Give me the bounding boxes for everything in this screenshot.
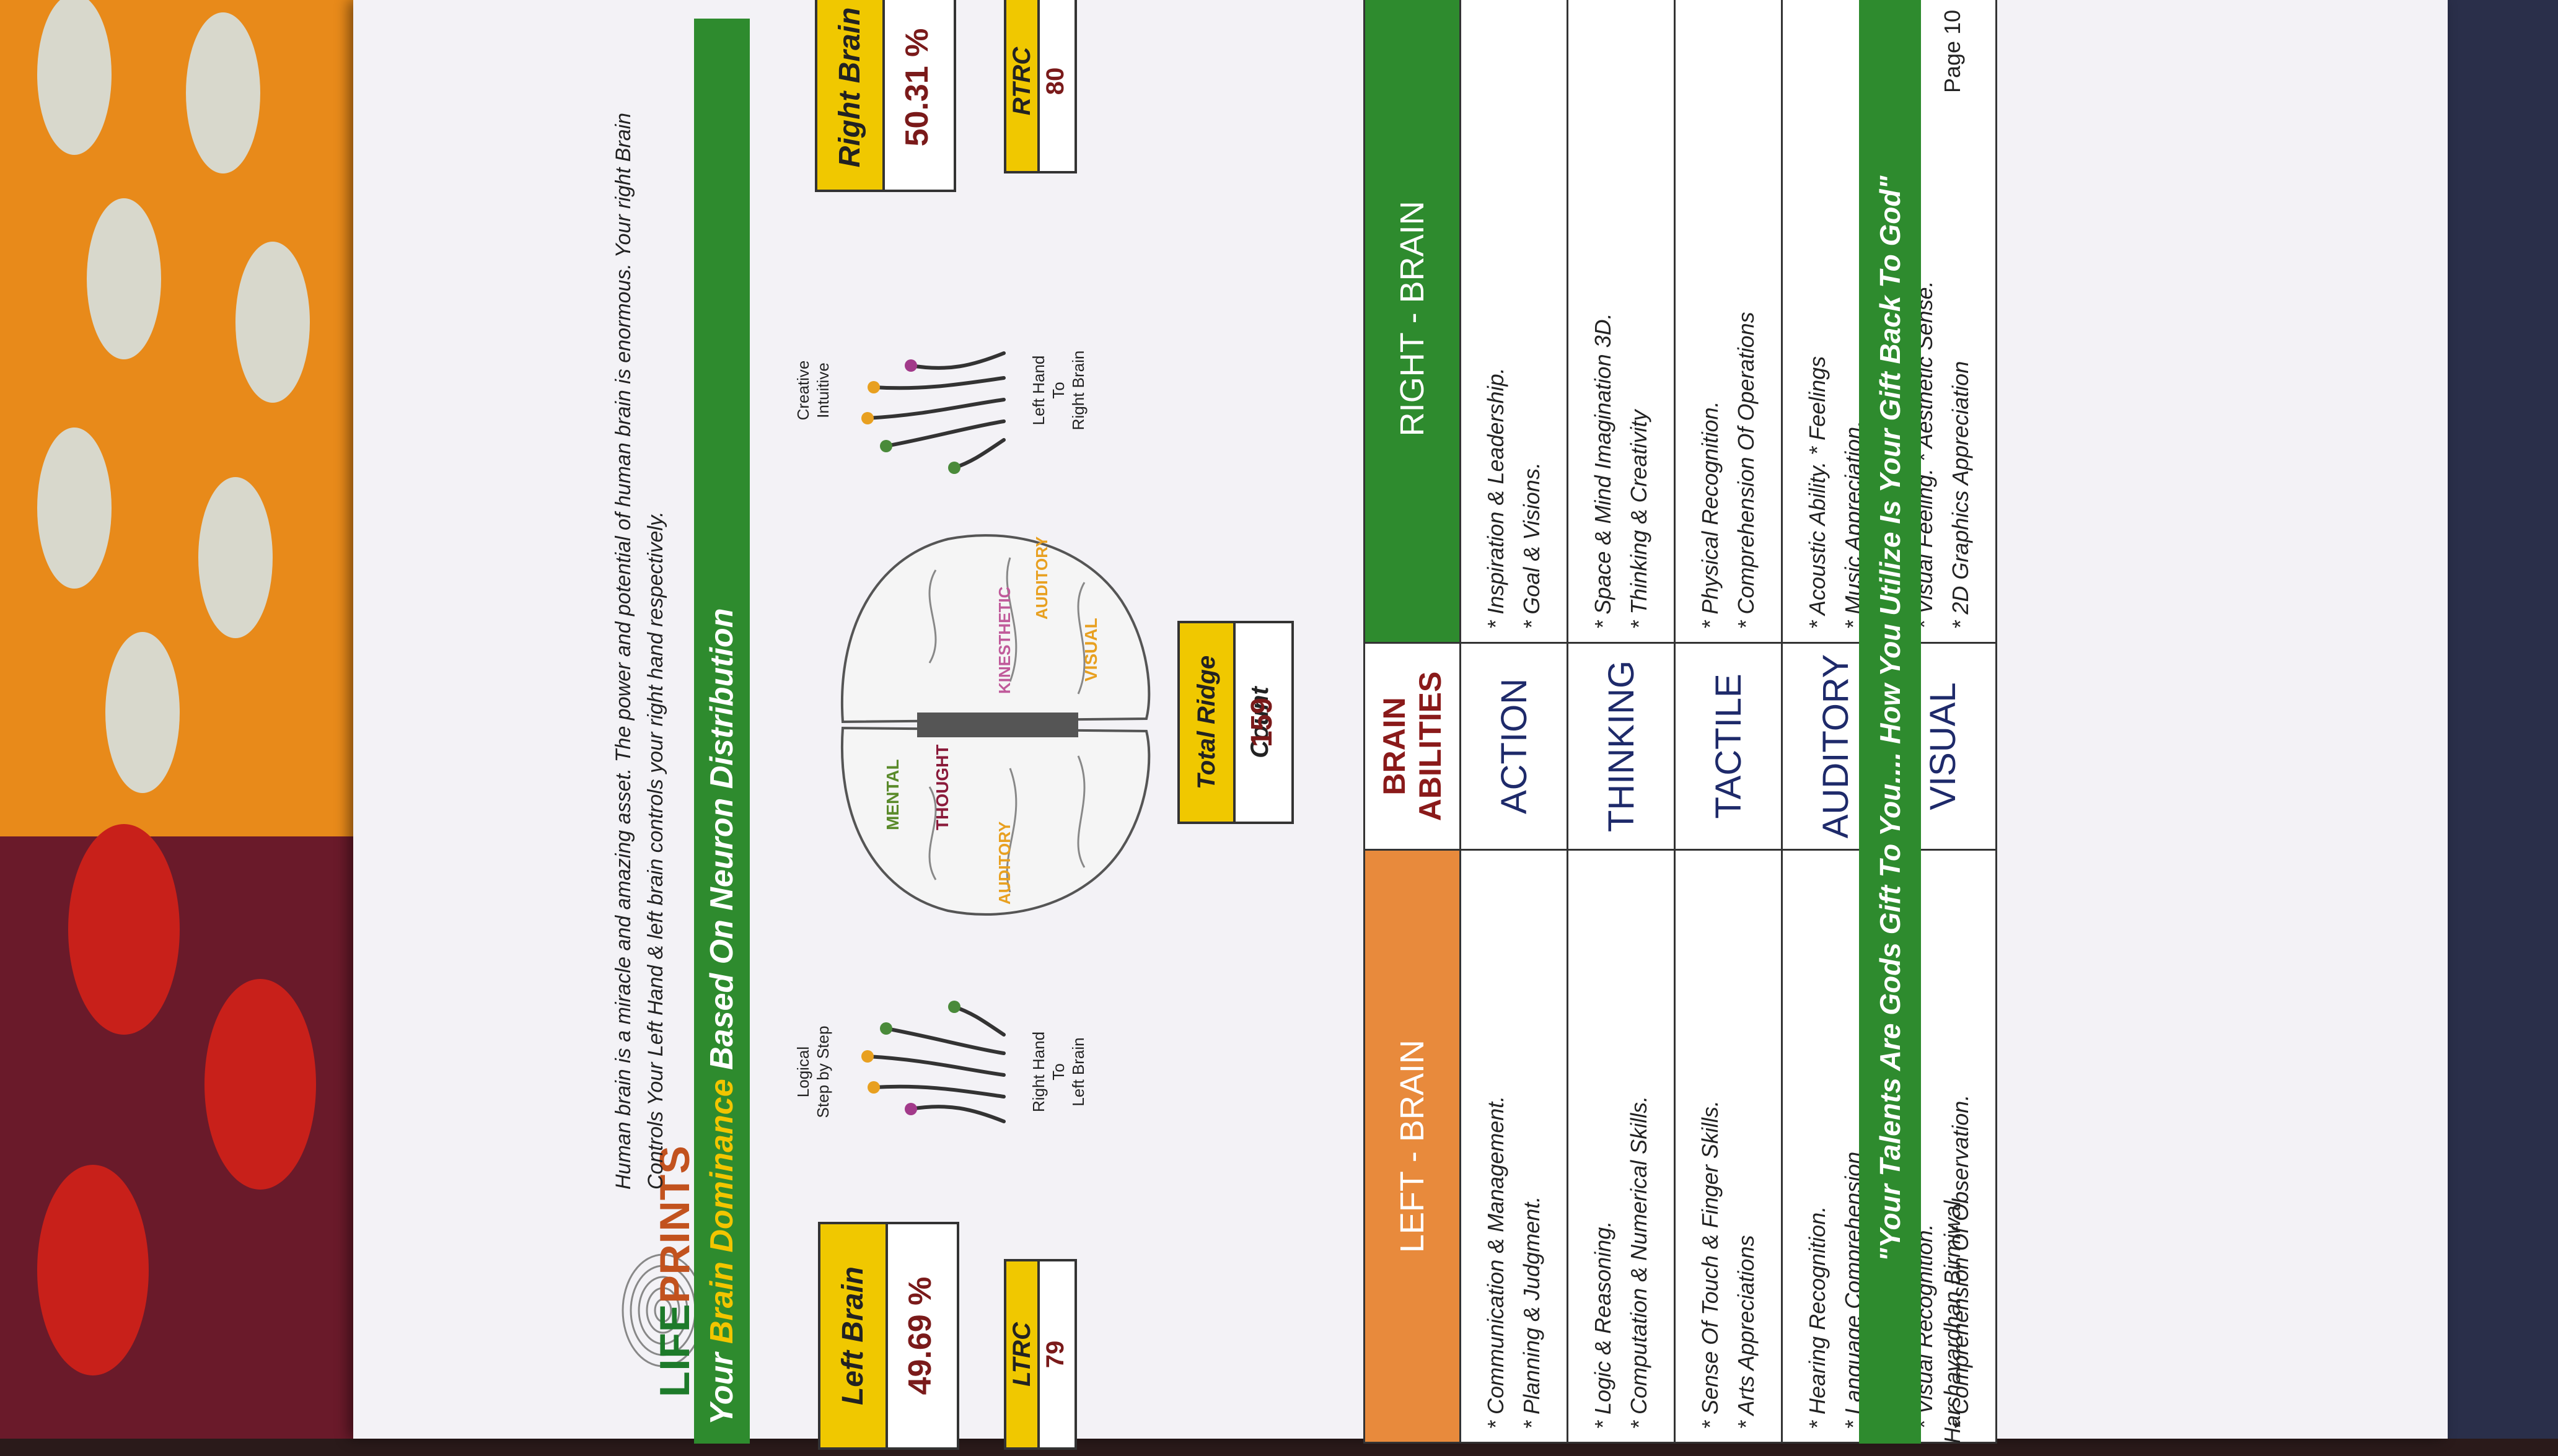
right-item: * Space & Mind Imagination 3D.: [1590, 313, 1615, 629]
right-item: * Acoustic Ability. * Feelings: [1804, 356, 1830, 629]
left-item: * Computation & Numerical Skills.: [1626, 1095, 1651, 1429]
logo-life: LIFE: [651, 1303, 698, 1397]
left-item: * Planning & Judgment.: [1519, 1196, 1544, 1429]
table-row: * Sense Of Touch & Finger Skills. * Arts …: [1674, 0, 1782, 1443]
total-ridge-value: 159: [1246, 697, 1278, 748]
rtrc-value: 80: [1042, 67, 1069, 95]
right-item: * 2D Graphics Appreciation: [1948, 361, 1973, 629]
left-cell: * Communication & Management. * Planning …: [1460, 849, 1568, 1443]
banner-suffix: Based On Neuron Distribution: [704, 608, 740, 1070]
table-header-row: LEFT - BRAIN BRAIN ABILITIES RIGHT - BRA…: [1364, 0, 1461, 1443]
quote-banner: "Your Talents Are Gods Gift To You.... H…: [1859, 0, 1921, 1444]
left-bottom-label: Right Hand To Left Brain: [1029, 1031, 1088, 1113]
total-ridge-count-box: Total Ridge Count 159: [1177, 621, 1294, 824]
footer-name: Harshavardhan Birmiwal: [1940, 1200, 1965, 1444]
left-item: * Logic & Reasoning.: [1590, 1221, 1615, 1429]
left-cell: * Sense Of Touch & Finger Skills. * Arts …: [1674, 849, 1782, 1443]
ltrc-value: 79: [1042, 1340, 1069, 1369]
left-hand-icon: [861, 351, 1006, 474]
brain-label-visual: VISUAL: [1081, 618, 1101, 682]
right-item: * Comprehension Of Operations: [1733, 312, 1759, 629]
right-brain-header: RIGHT - BRAIN: [1364, 0, 1461, 643]
right-top-label: Creative Intuitive: [794, 360, 832, 421]
right-hand-icon: [861, 1001, 1006, 1123]
ability-cell: THINKING: [1567, 642, 1675, 850]
ability-cell: TACTILE: [1674, 642, 1782, 850]
section-banner: Your Brain Dominance Based On Neuron Dis…: [694, 19, 750, 1444]
right-item: * Goal & Visions.: [1519, 462, 1544, 629]
page-number: Page 10: [1940, 9, 1965, 93]
rtrc-box: RTRC 80: [1004, 0, 1077, 173]
table-row: * Logic & Reasoning. * Computation & Nume…: [1567, 0, 1675, 1443]
ltrc-label: LTRC: [1006, 1261, 1040, 1447]
right-bottom-label: Left Hand To Right Brain: [1029, 350, 1088, 431]
total-ridge-label: Total Ridge Count: [1180, 623, 1273, 822]
left-cell: * Logic & Reasoning. * Computation & Nume…: [1567, 849, 1675, 1443]
brain-label-auditory-right: AUDITORY: [1032, 537, 1051, 620]
right-brain-box: Right Brain 50.31 %: [815, 0, 956, 192]
ltrc-box: LTRC 79: [1004, 1259, 1077, 1450]
left-brain-header: LEFT - BRAIN: [1364, 849, 1461, 1443]
banner-highlight: Brain Dominance: [704, 1079, 740, 1344]
brain-label-auditory-left: AUDITORY: [995, 822, 1014, 905]
left-item: * Communication & Management.: [1483, 1095, 1508, 1429]
rtrc-label: RTRC: [1006, 0, 1040, 171]
left-brain-label: Left Brain: [820, 1224, 888, 1447]
left-brain-box: Left Brain 49.69 %: [818, 1222, 959, 1450]
report-page: LIFEPRINTS Human brain is a miracle and …: [558, 0, 2355, 1456]
right-cell: * Space & Mind Imagination 3D. * Thinking…: [1567, 0, 1675, 643]
right-item: * Physical Recognition.: [1697, 401, 1723, 629]
left-brain-percent: 49.69 %: [902, 1276, 938, 1395]
right-cell: * Inspiration & Leadership. * Goal & Visi…: [1460, 0, 1568, 643]
left-top-label: Logical Step by Step: [794, 1025, 832, 1118]
right-brain-label: Right Brain: [817, 0, 885, 190]
intro-text: Human brain is a miracle and amazing ass…: [612, 112, 667, 1190]
right-cell: * Physical Recognition. * Comprehension O…: [1674, 0, 1782, 643]
brain-label-mental: MENTAL: [883, 759, 902, 830]
right-item: * Thinking & Creativity: [1626, 410, 1651, 629]
right-item: * Inspiration & Leadership.: [1483, 367, 1508, 629]
brain-label-kinesthetic: KINESTHETIC: [995, 586, 1014, 694]
table-row: * Communication & Management. * Planning …: [1460, 0, 1568, 1443]
left-item: * Hearing Recognition.: [1804, 1206, 1830, 1429]
left-item: * Sense Of Touch & Finger Skills.: [1697, 1100, 1723, 1429]
left-item: * Arts Appreciations: [1733, 1235, 1759, 1429]
brain-abilities-header: BRAIN ABILITIES: [1364, 642, 1461, 850]
right-brain-percent: 50.31 %: [899, 28, 935, 147]
brain-label-thought: THOUGHT: [933, 745, 952, 830]
ability-cell: ACTION: [1460, 642, 1568, 850]
brain-diagram: MENTAL THOUGHT AUDITORY KINESTHETIC VISU…: [841, 534, 1151, 916]
banner-prefix: Your: [704, 1353, 740, 1425]
